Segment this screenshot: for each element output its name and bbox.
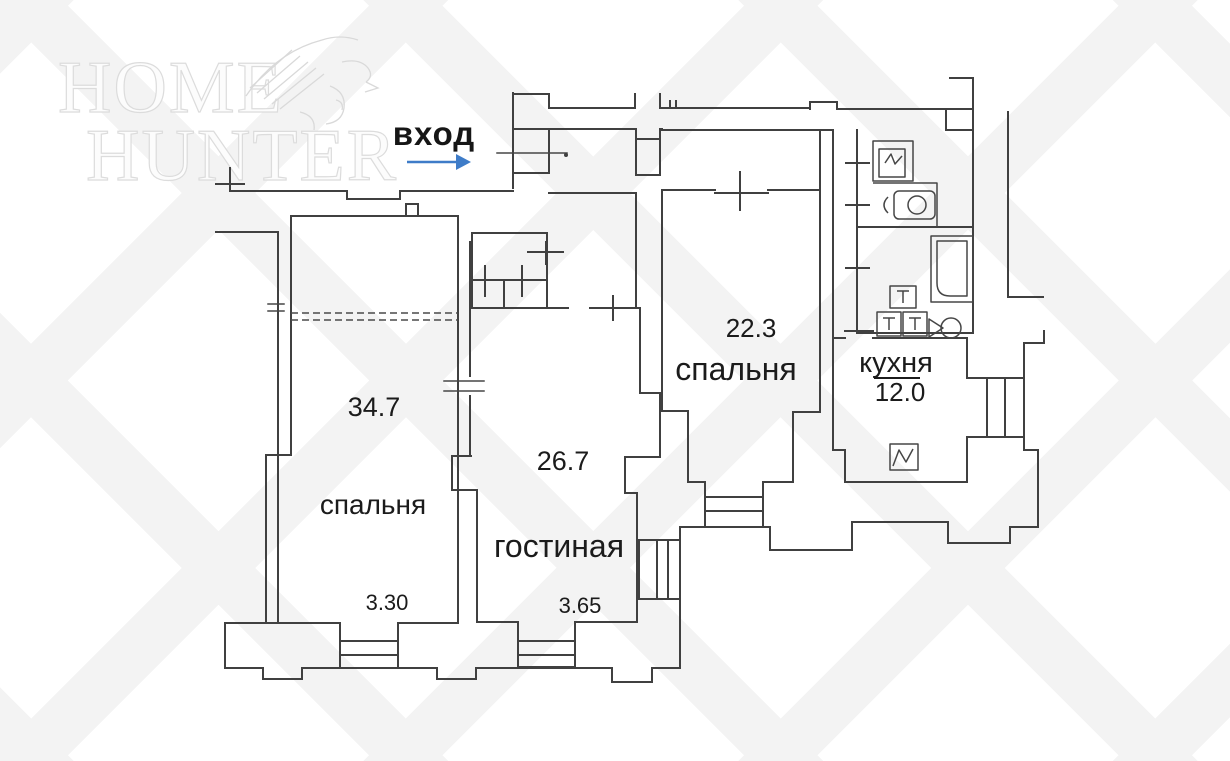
wc-stall [872, 140, 914, 182]
boiler-icon [889, 285, 917, 309]
labels: вход 34.7 спальня 3.30 26.7 гостиная 3.6… [320, 115, 933, 618]
kitchen-area: 12.0 [875, 377, 926, 407]
wall-top-ne-window [949, 77, 974, 110]
wall-living-north [546, 295, 641, 321]
door-ticks-bedroom1 [443, 380, 485, 392]
wall-entry-closet [512, 128, 550, 174]
wall-living-west-notch [451, 455, 478, 623]
brand-word-hunter: HUNTER [86, 115, 398, 197]
wall-left-outer [215, 231, 279, 669]
wall-living-east [624, 307, 661, 623]
window-bay-kitchen [966, 377, 1025, 438]
wall-south-outer [224, 667, 681, 683]
eagle-icon [245, 36, 380, 131]
right-arrow-head-icon [456, 154, 471, 170]
wall-bedroom1-west [265, 215, 292, 624]
bedroom-right-area: 22.3 [726, 313, 777, 343]
sink-bowl-icon [907, 195, 927, 215]
window-bay-living [517, 621, 576, 668]
door-swing-dot [564, 153, 568, 157]
brand-word-home: HOME [58, 47, 284, 129]
wall-bath-west [845, 129, 870, 334]
wall-kitchen-west [832, 129, 846, 483]
living-room-area: 26.7 [537, 446, 590, 476]
bedroom-left-width: 3.30 [366, 590, 409, 615]
entrance-label: вход [393, 115, 476, 152]
wall-top-bump [809, 101, 951, 110]
stove-icon [889, 443, 919, 471]
wall-bedroom2-east [792, 129, 821, 483]
closet-block [471, 232, 564, 309]
toilet-tank-icon [928, 318, 944, 338]
kitchen-name: кухня [859, 347, 933, 379]
wall-ne-shaft [945, 108, 974, 131]
bedroom-left-area: 34.7 [348, 392, 401, 422]
wall-top-entrydoor [659, 93, 811, 109]
sink-icon [893, 190, 936, 220]
wall-top-west [512, 93, 636, 109]
window-bay-side [638, 539, 681, 600]
living-room-width: 3.65 [559, 593, 602, 618]
wall-bedroom2-north [661, 171, 821, 211]
dashed-partition [291, 312, 458, 321]
walls [215, 77, 1045, 683]
wc-icon [878, 148, 906, 178]
bedroom-left-name: спальня [320, 489, 426, 520]
toilet-icon [940, 317, 962, 339]
window-bay-bedroom1 [339, 622, 399, 669]
wall-bedroom1-north [290, 203, 459, 217]
wall-inner-corridor [548, 192, 637, 309]
washer-icons [876, 311, 928, 337]
wall-break-tick [267, 303, 285, 312]
window-bay-bedroom2 [704, 481, 764, 528]
living-room-name: гостиная [494, 528, 624, 564]
faucet-icon [883, 196, 889, 214]
wall-entry-box [635, 128, 661, 176]
entrance-arrow [407, 154, 471, 170]
wall-neighbor [1007, 111, 1044, 298]
bathtub-icon [930, 235, 974, 303]
wall-parapet-right [679, 330, 1045, 551]
wall-entry-tick [215, 167, 245, 192]
wall-bedroom2-west [661, 189, 689, 483]
bedroom-right-name: спальня [675, 351, 796, 387]
brand-watermark: HOME HUNTER [57, 36, 398, 198]
fixtures [872, 140, 974, 471]
wall-kitchen-south [844, 436, 968, 483]
wall-corridor-south [229, 190, 514, 200]
sink-room [873, 182, 938, 227]
